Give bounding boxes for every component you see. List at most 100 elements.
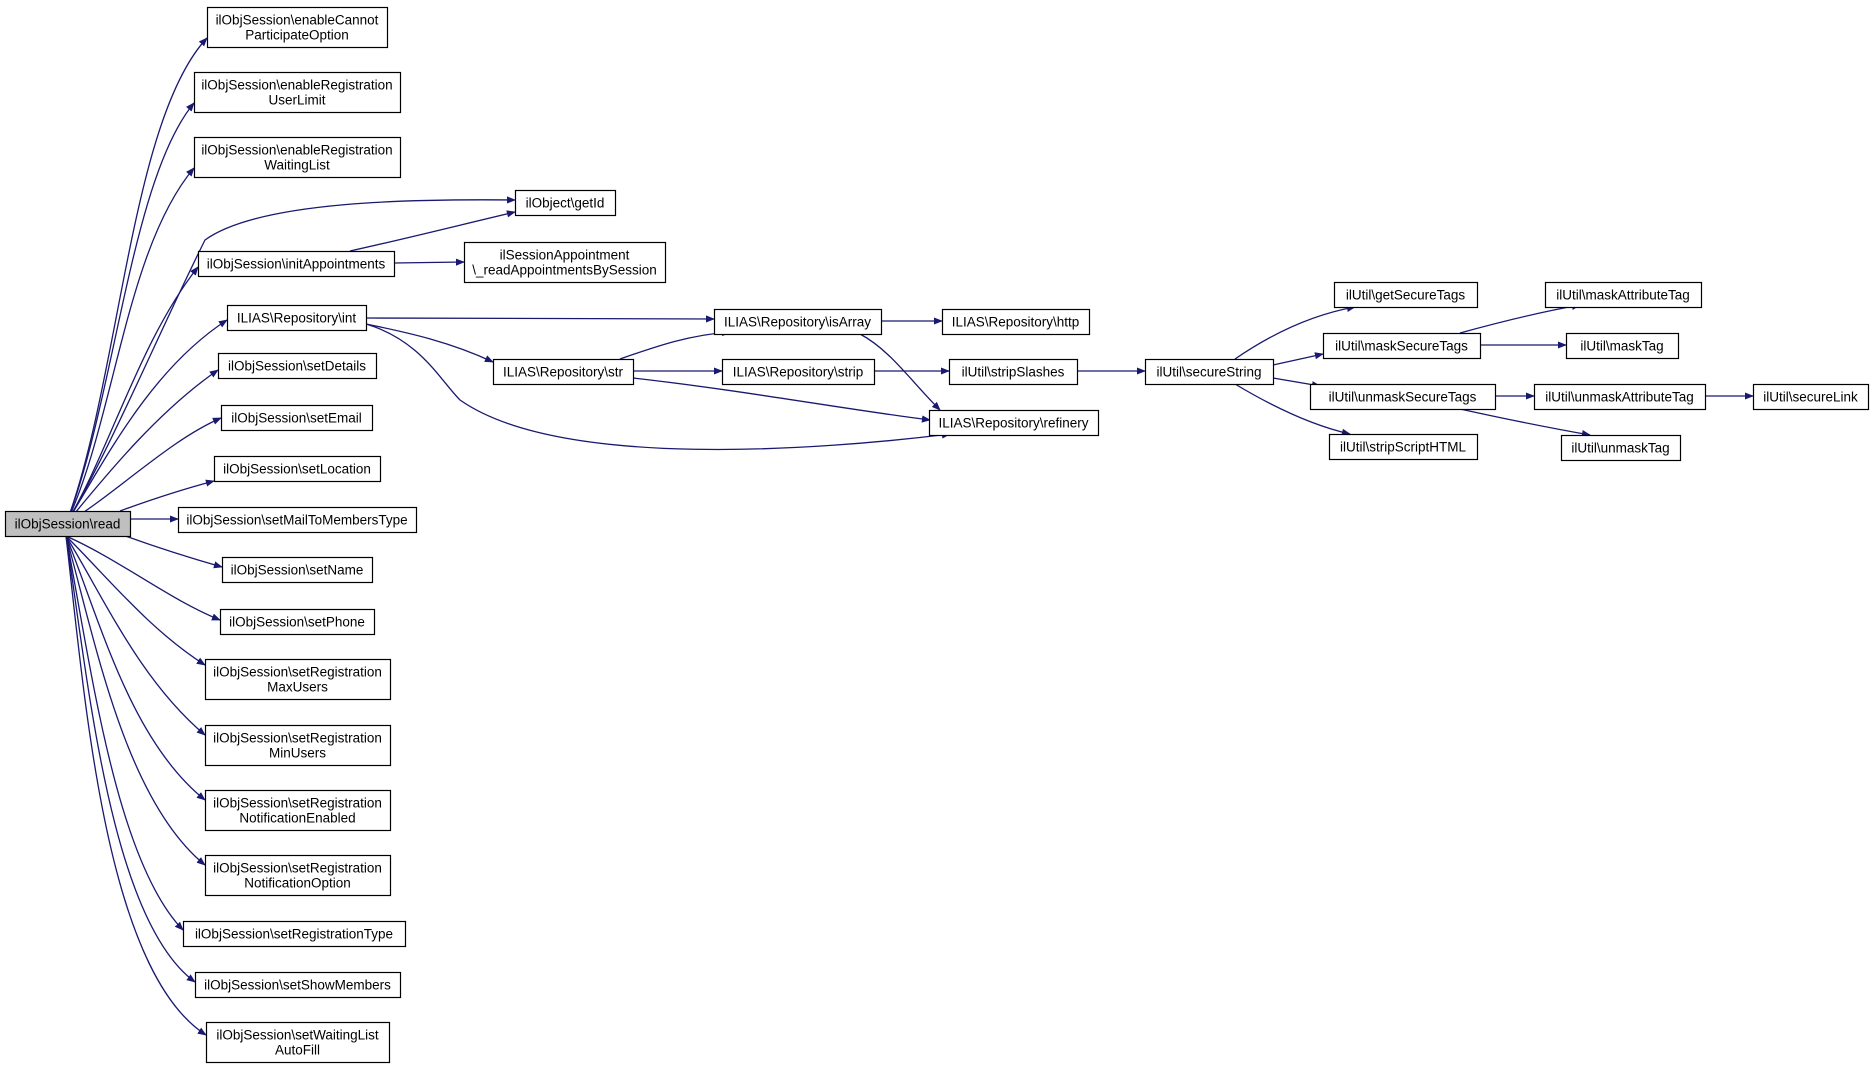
node-setMailTo[interactable]: ilObjSession\setMailToMembersType <box>177 506 418 534</box>
node-label: ilObjSession\setRegistration <box>213 861 382 876</box>
node-box <box>177 506 418 534</box>
node-setShowMembers[interactable]: ilObjSession\setShowMembers <box>194 971 402 999</box>
node-label: ilObjSession\setShowMembers <box>204 978 391 993</box>
node-label: ilObjSession\enableRegistration <box>201 143 392 158</box>
node-label: ParticipateOption <box>245 28 349 43</box>
node-label: ilObjSession\setWaitingList <box>216 1028 379 1043</box>
node-box <box>204 658 392 701</box>
node-read[interactable]: ilObjSession\read <box>4 510 132 538</box>
edge-maskSecureTags-to-maskAttributeTag <box>1459 302 1581 334</box>
node-box <box>1544 281 1703 309</box>
node-repoInt[interactable]: ILIAS\Repository\int <box>226 304 368 332</box>
edge-repoInt-to-repoRefinery <box>365 323 951 451</box>
node-setEmail[interactable]: ilObjSession\setEmail <box>220 404 374 432</box>
node-getSecureTags[interactable]: ilUtil\getSecureTags <box>1333 281 1479 309</box>
edge-read-to-enableCannot <box>65 37 208 525</box>
node-label: ilObjSession\setMailToMembersType <box>186 513 407 528</box>
node-secureString[interactable]: ilUtil\secureString <box>1144 358 1275 386</box>
node-box <box>221 556 374 584</box>
edge-secureString-to-maskSecureTags <box>1272 352 1324 366</box>
edge-read-to-getId <box>65 196 516 525</box>
node-label: UserLimit <box>268 93 325 108</box>
node-label: ilObjSession\enableCannot <box>216 13 379 28</box>
node-setName[interactable]: ilObjSession\setName <box>221 556 374 584</box>
node-readAppointments[interactable]: ilSessionAppointment\_readAppointmentsBy… <box>463 241 667 284</box>
node-label: ilUtil\secureLink <box>1763 390 1858 405</box>
node-maskTag[interactable]: ilUtil\maskTag <box>1565 332 1680 360</box>
node-box <box>205 1021 391 1064</box>
node-unmaskAttributeTag[interactable]: ilUtil\unmaskAttributeTag <box>1533 383 1707 411</box>
node-repoStrip[interactable]: ILIAS\Repository\strip <box>721 358 876 386</box>
node-stripScriptHTML[interactable]: ilUtil\stripScriptHTML <box>1328 433 1479 461</box>
edge-read-to-setRegMax <box>65 535 206 666</box>
node-repoHttp[interactable]: ILIAS\Repository\http <box>941 308 1091 336</box>
node-setRegNotifEnabled[interactable]: ilObjSession\setRegistrationNotification… <box>204 789 392 832</box>
node-repoRefinery[interactable]: ILIAS\Repository\refinery <box>928 409 1100 437</box>
node-setDetails[interactable]: ilObjSession\setDetails <box>217 352 378 380</box>
node-enableRegWaiting[interactable]: ilObjSession\enableRegistrationWaitingLi… <box>193 136 402 179</box>
node-setRegNotifOption[interactable]: ilObjSession\setRegistrationNotification… <box>204 854 392 897</box>
node-label: ilObjSession\setRegistration <box>213 731 382 746</box>
node-box <box>219 608 376 636</box>
node-setPhone[interactable]: ilObjSession\setPhone <box>219 608 376 636</box>
node-label: ilUtil\maskSecureTags <box>1335 339 1468 354</box>
node-unmaskSecureTags[interactable]: ilUtil\unmaskSecureTags <box>1309 383 1497 411</box>
edge-unmaskSecureTags-to-unmaskTag <box>1459 408 1591 438</box>
nodes: ilObjSession\read ilObjSession\enableCann… <box>4 6 1870 1064</box>
node-repoStr[interactable]: ILIAS\Repository\str <box>492 358 635 386</box>
node-box <box>193 136 402 179</box>
node-label: NotificationOption <box>244 876 351 891</box>
node-box <box>204 789 392 832</box>
node-maskAttributeTag[interactable]: ilUtil\maskAttributeTag <box>1544 281 1703 309</box>
node-label: ilUtil\secureString <box>1156 365 1261 380</box>
node-secureLink[interactable]: ilUtil\secureLink <box>1752 383 1870 411</box>
node-box <box>941 308 1091 336</box>
node-label: ilObjSession\setRegistration <box>213 796 382 811</box>
node-box <box>193 71 402 114</box>
node-repoIsArray[interactable]: ILIAS\Repository\isArray <box>713 308 883 336</box>
node-box <box>226 304 368 332</box>
node-label: \_readAppointmentsBySession <box>472 263 657 278</box>
node-label: ilObjSession\setRegistrationType <box>195 927 393 942</box>
node-label: ilUtil\maskTag <box>1580 339 1663 354</box>
node-box <box>713 308 883 336</box>
node-label: ilSessionAppointment <box>500 248 630 263</box>
node-box <box>1333 281 1479 309</box>
edge-secureString-to-getSecureTags <box>1234 304 1356 360</box>
edge-read-to-setName <box>119 533 223 569</box>
node-box <box>220 404 374 432</box>
node-label: ilUtil\maskAttributeTag <box>1556 288 1690 303</box>
edge-read-to-setRegMin <box>65 535 206 736</box>
node-box <box>213 455 382 483</box>
node-label: ilUtil\unmaskTag <box>1571 441 1669 456</box>
node-setRegType[interactable]: ilObjSession\setRegistrationType <box>182 920 407 948</box>
node-box <box>217 352 378 380</box>
node-unmaskTag[interactable]: ilUtil\unmaskTag <box>1560 434 1682 462</box>
edge-read-to-setWaitingAuto <box>65 535 207 1036</box>
node-box <box>492 358 635 386</box>
node-initAppointments[interactable]: ilObjSession\initAppointments <box>197 250 396 278</box>
edge-read-to-setPhone <box>65 535 221 621</box>
node-setLocation[interactable]: ilObjSession\setLocation <box>213 455 382 483</box>
node-enableCannot[interactable]: ilObjSession\enableCannotParticipateOpti… <box>206 6 389 49</box>
edge-repoInt-to-repoStr <box>365 323 494 363</box>
edge-initAppointments-to-readAppointments <box>393 258 465 266</box>
node-maskSecureTags[interactable]: ilUtil\maskSecureTags <box>1322 332 1482 360</box>
edge-repoIsArray-to-repoRefinery <box>859 333 941 411</box>
edge-read-to-enableRegUserLimit <box>65 102 195 525</box>
node-label: ILIAS\Repository\refinery <box>938 416 1088 431</box>
node-box <box>204 724 392 767</box>
node-box <box>4 510 132 538</box>
node-label: ILIAS\Repository\isArray <box>724 315 871 330</box>
node-label: ilObjSession\setDetails <box>228 359 366 374</box>
node-label: WaitingList <box>264 158 330 173</box>
edge-initAppointments-to-getId <box>349 210 516 252</box>
node-getId[interactable]: ilObject\getId <box>514 189 617 217</box>
node-stripSlashes[interactable]: ilUtil\stripSlashes <box>948 358 1079 386</box>
node-box <box>1565 332 1680 360</box>
node-label: ilUtil\stripScriptHTML <box>1340 440 1467 455</box>
